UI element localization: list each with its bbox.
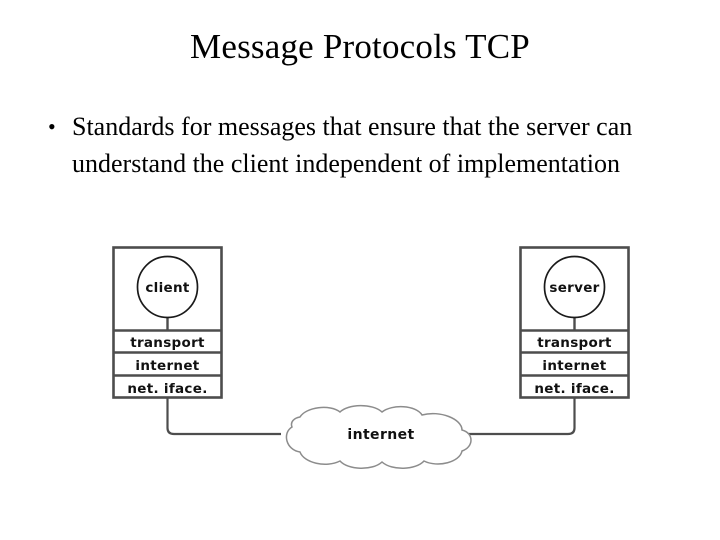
right-layer-label-internet: internet	[542, 358, 606, 374]
left-layer-label-transport: transport	[130, 335, 205, 351]
right-host-to-network-link	[466, 398, 576, 436]
list-item: • Standards for messages that ensure tha…	[48, 108, 656, 182]
server-node-label: server	[549, 280, 599, 296]
right-host-group: server transport internet net. iface.	[519, 246, 630, 399]
bullet-text: Standards for messages that ensure that …	[72, 112, 633, 178]
internet-cloud-label: internet	[347, 427, 414, 443]
right-layer-label-net-iface: net. iface.	[534, 381, 614, 397]
internet-cloud-shape	[285, 404, 472, 469]
server-node-ellipse	[543, 255, 606, 319]
bullet-marker-icon: •	[48, 114, 56, 139]
left-layer-label-internet: internet	[135, 358, 199, 374]
left-host-group: client transport internet net. iface.	[112, 246, 223, 399]
left-layer-label-net-iface: net. iface.	[127, 381, 207, 397]
client-node-label: client	[145, 280, 190, 296]
page-title: Message Protocols TCP	[190, 27, 530, 66]
bullet-list: • Standards for messages that ensure tha…	[48, 108, 656, 182]
internet-cloud-group: internet	[285, 404, 472, 469]
right-host-frame	[519, 246, 630, 399]
client-node-ellipse	[136, 255, 199, 319]
right-layer-label-transport: transport	[537, 335, 612, 351]
left-host-frame	[112, 246, 223, 399]
left-host-to-network-link	[166, 398, 281, 436]
